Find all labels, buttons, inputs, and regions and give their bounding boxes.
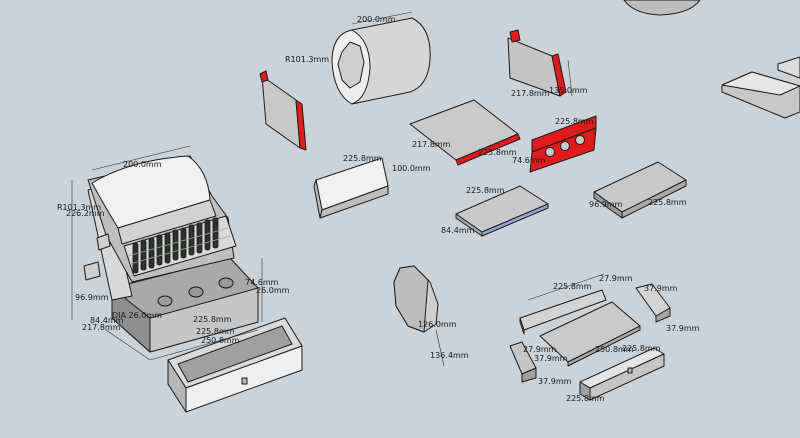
dim-assembly-radius: R101.3mm xyxy=(57,203,101,212)
bracket-part[interactable] xyxy=(507,29,573,97)
dim-bracket-217: 217.8mm xyxy=(511,89,550,98)
assembly-model[interactable] xyxy=(71,145,303,413)
small-plate-part[interactable] xyxy=(593,161,687,219)
side-plate-red-left[interactable] xyxy=(259,70,307,151)
red-holed-plate[interactable] xyxy=(529,115,597,173)
octagon-prism-part[interactable] xyxy=(393,265,445,367)
dim-assembly-200: 200.0mm xyxy=(123,160,162,169)
dim-bar-225: 225.8mm xyxy=(466,186,505,195)
dim-plate-225: 225.8mm xyxy=(478,148,517,157)
dim-assembly-96: 96.9mm xyxy=(75,293,109,302)
dim-plate-217: 217.8mm xyxy=(412,140,451,149)
flat-plate-red-edge[interactable] xyxy=(409,99,521,166)
dim-assembly-250: 250.8mm xyxy=(201,336,240,345)
dim-octagon-126: 126.0mm xyxy=(418,320,457,329)
cylinder-part[interactable] xyxy=(331,11,431,105)
dim-drawer-37-low: 37.9mm xyxy=(538,377,572,386)
dim-assembly-dia: DIA 26.0mm xyxy=(112,311,162,320)
drawer-parts-group[interactable] xyxy=(509,273,671,401)
front-panel-part[interactable] xyxy=(313,157,389,219)
dim-octagon-136: 136.4mm xyxy=(430,351,469,360)
dim-drawer-27-left: 27.9mm xyxy=(523,345,557,354)
dim-red-plate-225: 225.8mm xyxy=(555,117,594,126)
dim-assembly-84: 84.4mm xyxy=(90,316,124,325)
dim-bar-84: 84.4mm xyxy=(441,226,475,235)
dim-cylinder-radius: R101.3mm xyxy=(285,55,329,64)
dim-cylinder-200: 200.0mm xyxy=(357,15,396,24)
partial-part-right[interactable] xyxy=(721,56,800,119)
dim-front-panel-225: 225.8mm xyxy=(343,154,382,163)
dim-assembly-225a: 225.8mm xyxy=(193,315,232,324)
dim-drawer-37-right: 37.9mm xyxy=(644,284,678,293)
dim-assembly-226: 226.2mm xyxy=(66,209,105,218)
partial-part-top[interactable] xyxy=(623,0,701,16)
dim-front-panel-100: 100.0mm xyxy=(392,164,431,173)
dim-small-plate-225: 225.8mm xyxy=(648,198,687,207)
dim-assembly-225b: 225.8mm xyxy=(196,327,235,336)
dim-assembly-217: 217.8mm xyxy=(82,323,121,332)
dim-assembly-26: 26.0mm xyxy=(256,286,290,295)
dim-assembly-74: 74.6mm xyxy=(245,278,279,287)
dim-drawer-37-bottom: 225.8mm xyxy=(566,394,605,403)
dim-bracket-135: 135.0mm xyxy=(549,86,588,95)
dim-red-plate-74: 74.6mm xyxy=(512,156,546,165)
dim-drawer-37-edge: 37.9mm xyxy=(666,324,700,333)
dim-drawer-27: 27.9mm xyxy=(599,274,633,283)
dim-drawer-37-left: 37.9mm xyxy=(534,354,568,363)
spring-array xyxy=(132,217,219,274)
dim-drawer-250: 250.8mm xyxy=(595,345,634,354)
dim-drawer-225-top: 225.8mm xyxy=(553,282,592,291)
dim-drawer-225-right: 225.8mm xyxy=(622,344,661,353)
bar-plate-part[interactable] xyxy=(455,185,549,237)
dim-small-plate-96: 96.9mm xyxy=(589,200,623,209)
